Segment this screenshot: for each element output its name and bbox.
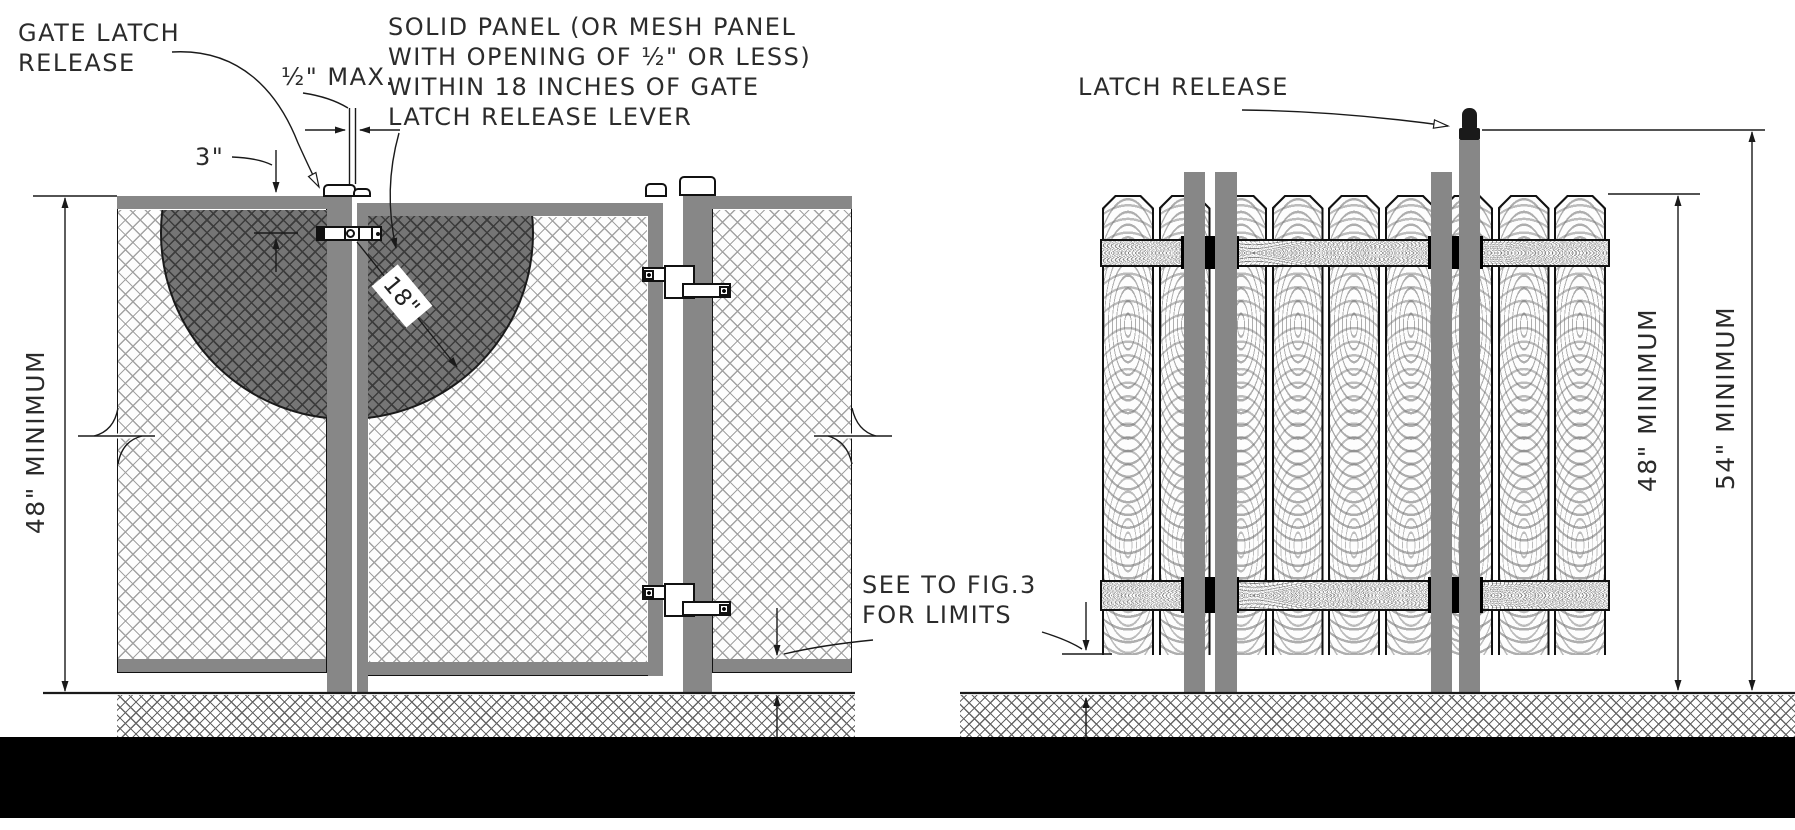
leader-solid-panel (389, 132, 400, 249)
left-top-rail (117, 196, 327, 209)
wood-picket (1385, 195, 1437, 655)
ground-hatch-left (117, 695, 855, 737)
half-inch-max-label: ½" MAX. (281, 63, 395, 91)
gate-bottom-rail (358, 662, 662, 675)
wood-grain (1330, 197, 1378, 655)
latch-pivot (346, 229, 355, 238)
latch-post (327, 196, 352, 692)
wood-picket (1498, 195, 1550, 655)
wood-picket (1272, 195, 1324, 655)
latch-divider (358, 228, 360, 239)
wood-fence-post (1431, 172, 1452, 692)
latch-divider (344, 228, 346, 239)
wood-fence-post (1184, 172, 1205, 692)
latch-release-knob (1462, 108, 1477, 130)
break-symbol-right (814, 407, 892, 465)
gate-latch-release-label: GATE LATCH RELEASE (18, 19, 181, 77)
break-symbol-left (78, 407, 155, 465)
see-fig3-label: SEE TO FIG.3 FOR LIMITS (862, 571, 1037, 629)
bottom-rail (118, 659, 326, 672)
latch-end-block (318, 228, 325, 239)
leader-gate-latch-release (171, 51, 319, 187)
ground-hatch-right (960, 695, 1795, 737)
wood-grain (1556, 197, 1604, 655)
solid-panel-note: SOLID PANEL (OR MESH PANEL WITH OPENING … (388, 13, 812, 131)
leader-see-fig3-right (1041, 631, 1083, 650)
three-inch-label: 3" (195, 143, 225, 171)
latch-release-knob-collar (1459, 128, 1480, 140)
gate-latch-stile (357, 203, 368, 692)
radius-tag-18in: 18" (371, 264, 433, 328)
hinge-post-cap (679, 176, 716, 196)
gate-latch-assembly (316, 226, 382, 241)
wood-grain (1104, 197, 1152, 655)
latch-post-tall (1459, 140, 1480, 692)
latch-gap-half-inch (352, 184, 357, 692)
wood-grain (1500, 197, 1548, 655)
wood-picket (1554, 195, 1606, 655)
gate-stile-cap (353, 188, 371, 197)
leader-see-fig3-left (783, 639, 874, 655)
ground-black-bar (0, 737, 1795, 818)
latch-screw (376, 232, 380, 236)
gate-hinge-stile-cap (645, 183, 667, 197)
leader-latch-release (1241, 109, 1448, 126)
latch-divider (371, 228, 373, 239)
wood-fence-post (1215, 172, 1237, 692)
latch-release-label: LATCH RELEASE (1078, 73, 1289, 101)
leader-3in (231, 156, 273, 166)
bottom-rail (713, 659, 851, 672)
right-top-rail (712, 196, 852, 209)
leader-half-inch (302, 92, 349, 109)
wood-grain (1387, 197, 1435, 655)
gate-hinge-stile (648, 203, 663, 676)
wood-picket (1102, 195, 1154, 655)
wood-picket (1328, 195, 1380, 655)
wood-grain (1274, 197, 1322, 655)
gate-top-rail (357, 203, 663, 216)
